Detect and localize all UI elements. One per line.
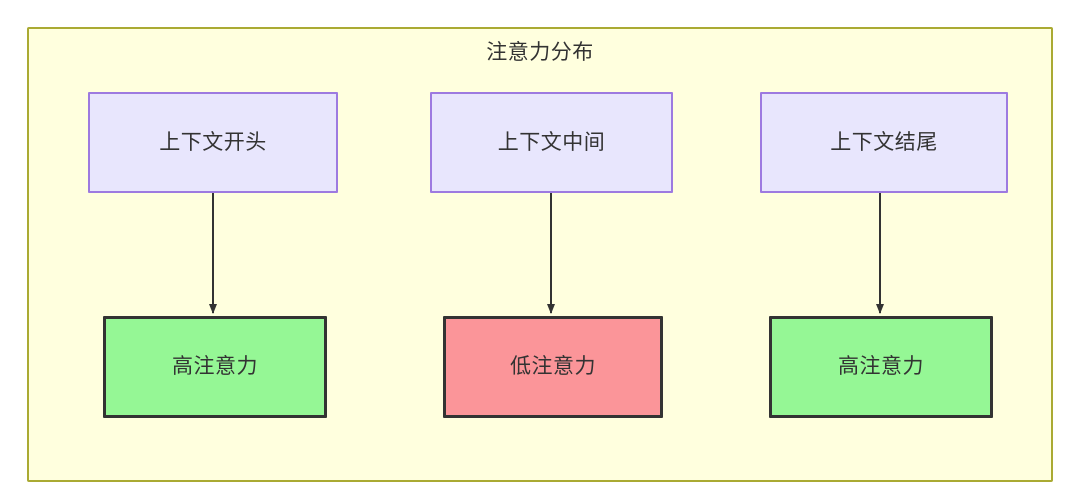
node-attention-start-label: 高注意力 xyxy=(172,355,258,378)
node-attention-end[interactable]: 高注意力 xyxy=(769,316,993,418)
node-attention-middle-label: 低注意力 xyxy=(510,355,596,378)
node-context-start[interactable]: 上下文开头 xyxy=(88,92,338,193)
node-context-middle[interactable]: 上下文中间 xyxy=(430,92,673,193)
node-context-end-label: 上下文结尾 xyxy=(830,130,938,154)
node-attention-end-label: 高注意力 xyxy=(838,355,924,378)
diagram-title: 注意力分布 xyxy=(486,41,594,64)
node-context-start-label: 上下文开头 xyxy=(159,130,267,154)
node-attention-start[interactable]: 高注意力 xyxy=(103,316,327,418)
node-context-end[interactable]: 上下文结尾 xyxy=(760,92,1008,193)
node-attention-middle[interactable]: 低注意力 xyxy=(443,316,663,418)
node-context-middle-label: 上下文中间 xyxy=(497,130,606,154)
